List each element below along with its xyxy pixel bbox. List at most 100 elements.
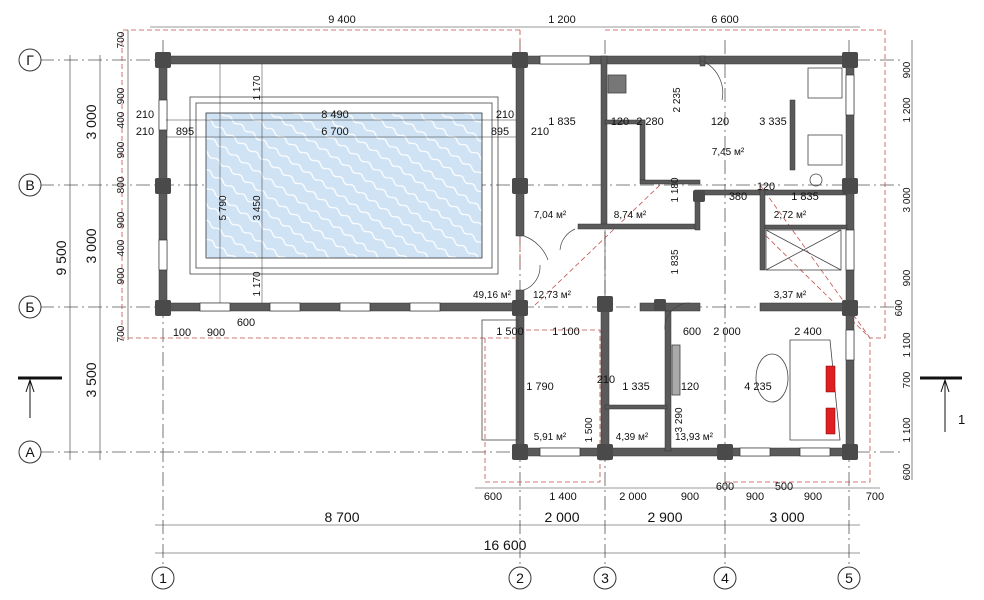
dim-left-inner-0: 700 xyxy=(116,31,127,48)
dim-bottom-r1-3: 900 xyxy=(681,491,699,503)
int-dim-14: 1 335 xyxy=(622,381,650,393)
dim-left-mid-2: 3 500 xyxy=(83,362,99,397)
room-area-room-272: 2,72 м² xyxy=(774,210,807,221)
int-dim-12: 1 100 xyxy=(552,326,580,338)
int-dim-0: 1 835 xyxy=(548,116,576,128)
windows xyxy=(158,55,855,457)
pool-dimensions: 8 490 6 700 895 895 210 210 210 210 5 79… xyxy=(136,64,549,303)
dim-bottom-r1-6: 500 xyxy=(775,481,793,493)
dim-right-2: 3 000 xyxy=(902,187,913,212)
room-area-room-439: 4,39 м² xyxy=(616,432,649,443)
dim-bottom-r1-2: 2 000 xyxy=(619,491,647,503)
bottom-dimensions: 600 1 400 2 000 900 600 900 500 900 700 … xyxy=(155,481,884,554)
dim-left-inner-6: 400 xyxy=(116,239,127,256)
int-dim-13: 1 790 xyxy=(526,381,554,393)
interior-dimensions: 1 835 2 280 2 235 120 120 3 335 120 380 … xyxy=(173,87,822,442)
dim-right-4: 600 xyxy=(894,299,905,316)
pool-side-2: 895 xyxy=(491,126,509,138)
int-dim-20: 600 xyxy=(683,326,701,338)
int-dim-8: 1 835 xyxy=(791,191,819,203)
pool-wall-c: 210 xyxy=(496,109,514,121)
pool-top-gap: 1 170 xyxy=(252,75,263,100)
dim-right-6: 700 xyxy=(902,371,913,388)
int-dim-24: 600 xyxy=(237,317,255,329)
dim-right-1: 1 200 xyxy=(902,97,913,122)
int-dim-21: 210 xyxy=(597,374,615,386)
dim-top-2: 1 200 xyxy=(548,14,576,26)
dim-bottom-r1-0: 600 xyxy=(484,491,502,503)
pool xyxy=(189,96,499,275)
int-dim-15: 4 235 xyxy=(744,381,772,393)
dim-left-inner-3: 900 xyxy=(116,141,127,158)
int-dim-19: 2 400 xyxy=(794,326,822,338)
dim-bottom-r1-4: 600 xyxy=(716,481,734,493)
radiators xyxy=(825,365,836,435)
dim-left-inner-1: 900 xyxy=(116,87,127,104)
pool-inner-len: 6 700 xyxy=(321,126,349,138)
section-marker-right: 1 xyxy=(920,376,965,432)
axis-label-3: 3 xyxy=(601,570,609,586)
int-dim-22: 120 xyxy=(681,381,699,393)
dim-bottom-r2-3: 3 000 xyxy=(769,509,804,525)
room-area-room-745: 7,45 м² xyxy=(712,147,745,158)
dim-right-0: 900 xyxy=(902,61,913,78)
dim-top-1: 9 400 xyxy=(328,14,356,26)
dim-left-inner-7: 900 xyxy=(116,267,127,284)
int-dim-1: 2 280 xyxy=(636,116,664,128)
int-dim-18: 2 000 xyxy=(713,326,741,338)
dim-bottom-r2-1: 2 000 xyxy=(544,509,579,525)
fixtures xyxy=(481,67,843,441)
pool-inner-h: 3 450 xyxy=(252,195,263,220)
axis-label-b: Б xyxy=(25,299,34,315)
axis-bubble-3: 3 xyxy=(593,566,617,590)
dim-left-inner-5: 900 xyxy=(116,211,127,228)
dim-bottom-r1-5: 900 xyxy=(746,491,764,503)
room-area-room-337: 3,37 м² xyxy=(774,290,807,301)
int-dim-5: 3 335 xyxy=(759,116,787,128)
int-dim-6: 120 xyxy=(757,181,775,193)
axis-label-4: 4 xyxy=(721,570,729,586)
int-dim-4: 120 xyxy=(711,116,729,128)
int-dim-10: 1 180 xyxy=(670,177,681,202)
axis-bubble-g: Г xyxy=(18,48,42,72)
room-areas: 49,16 м² 12,73 м² 7,04 м² 8,74 м² 7,45 м… xyxy=(473,147,807,443)
axis-bubble-4: 4 xyxy=(713,566,737,590)
int-dim-17: 1 500 xyxy=(584,417,595,442)
pool-outer-len: 8 490 xyxy=(321,109,349,121)
axis-label-a: А xyxy=(25,444,35,460)
section-label: 1 xyxy=(958,412,965,427)
pool-wall-b: 210 xyxy=(136,126,154,138)
int-dim-23: 900 xyxy=(207,327,225,339)
axis-bubble-5: 5 xyxy=(837,566,861,590)
int-dim-16: 3 290 xyxy=(674,407,685,432)
pool-wall-d: 210 xyxy=(531,126,549,138)
room-area-room-874: 8,74 м² xyxy=(614,210,647,221)
log-corners xyxy=(155,52,858,460)
dim-right-5: 1 100 xyxy=(902,332,913,357)
room-area-pool-hall: 49,16 м² xyxy=(473,290,512,301)
section-marker-left xyxy=(18,376,62,418)
top-dimensions: 9 400 1 200 6 600 xyxy=(150,14,860,28)
int-dim-7: 380 xyxy=(729,191,747,203)
axis-bubble-1: 1 xyxy=(151,566,175,590)
int-dim-11: 1 500 xyxy=(496,326,524,338)
axis-bubble-2: 2 xyxy=(508,566,532,590)
dim-bottom-r2-2: 2 900 xyxy=(647,509,682,525)
room-area-lobby: 12,73 м² xyxy=(533,290,572,301)
room-area-room-704: 7,04 м² xyxy=(534,210,567,221)
axis-bubble-a: А xyxy=(18,440,42,464)
dim-right-8: 600 xyxy=(902,463,913,480)
dim-bottom-r2-0: 8 700 xyxy=(324,509,359,525)
axis-label-v: В xyxy=(25,177,34,193)
axis-bubble-v: В xyxy=(18,173,42,197)
dim-left-inner-8: 700 xyxy=(116,325,127,342)
axis-bubbles: Г В Б А 1 2 3 4 xyxy=(18,48,861,590)
axis-grid xyxy=(40,40,900,565)
pool-side-1: 895 xyxy=(176,126,194,138)
dim-left-mid-0: 3 000 xyxy=(83,104,99,139)
axis-bubble-b: Б xyxy=(18,295,42,319)
dim-left-inner-2: 400 xyxy=(116,111,127,128)
dim-right-7: 1 100 xyxy=(902,417,913,442)
int-dim-3: 120 xyxy=(611,116,629,128)
axis-label-g: Г xyxy=(26,52,34,68)
